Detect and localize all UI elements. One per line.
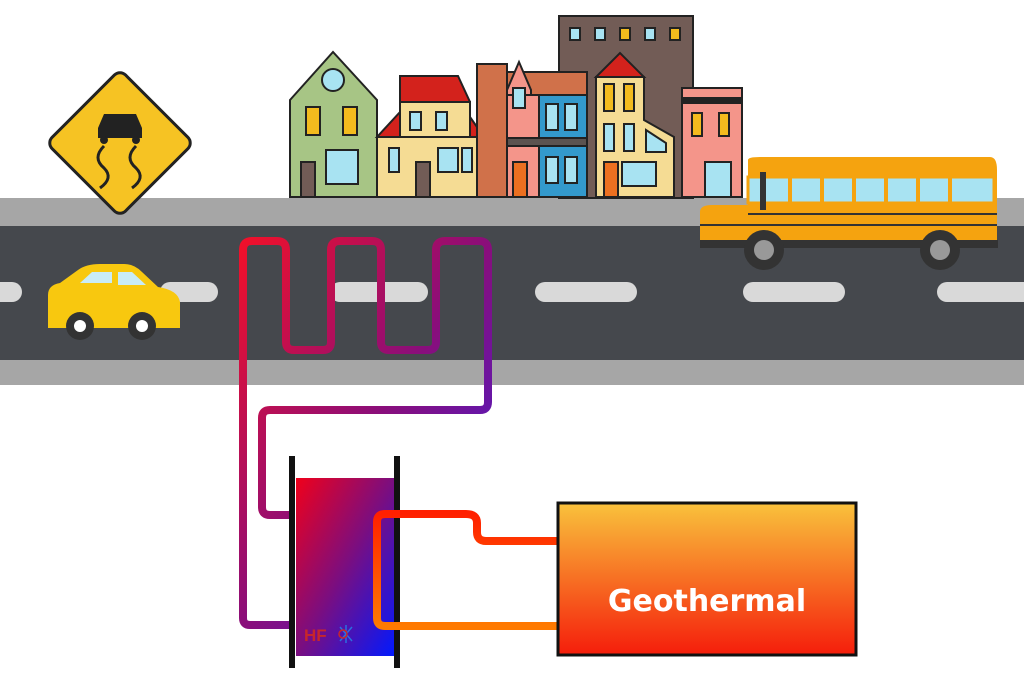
car-icon <box>48 264 180 340</box>
houses-icon <box>289 15 743 199</box>
geothermal-loop-pipe <box>373 510 558 630</box>
geothermal-label: Geothermal <box>608 584 806 619</box>
snowflake-sun-icon <box>338 625 353 643</box>
logo-text: HF <box>304 626 327 645</box>
slippery-road-sign-icon <box>48 71 192 215</box>
geothermal-source: Geothermal <box>556 501 858 657</box>
sidewalk-bottom <box>0 360 1024 385</box>
school-bus-icon <box>700 157 998 270</box>
heat-exchanger-icon: HF <box>289 456 400 668</box>
snow-melt-pipe <box>239 237 492 629</box>
